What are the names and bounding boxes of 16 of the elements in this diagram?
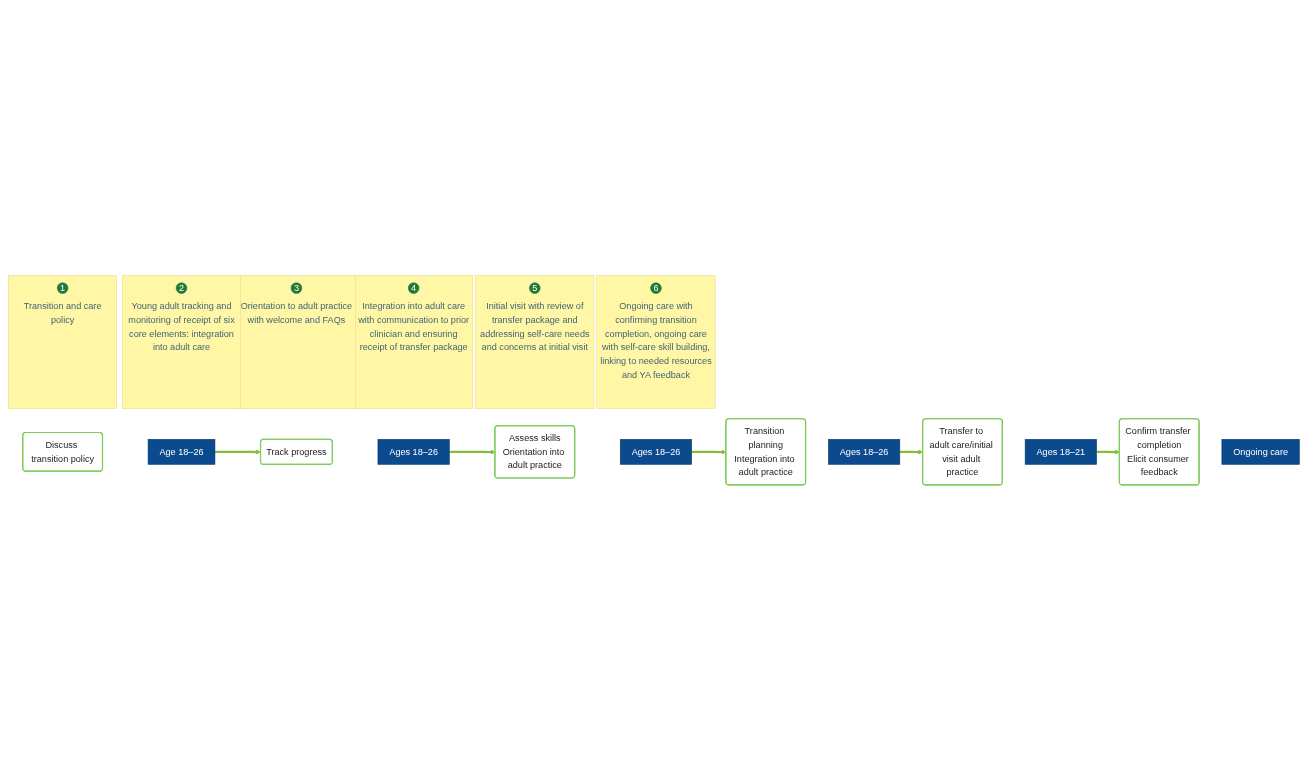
node-circle: 2 (175, 282, 187, 294)
node-box: Age 18–26 (147, 438, 215, 465)
arrow (448, 449, 495, 455)
arrow (691, 449, 726, 455)
node-box: Ongoing care (1221, 438, 1300, 465)
node-box: Ages 18–21 (1024, 438, 1097, 465)
arrow (899, 449, 923, 455)
node-circle: 5 (528, 282, 540, 294)
node-circle: 6 (649, 282, 662, 294)
arrow (214, 449, 261, 455)
node-circle: 1 (56, 282, 68, 294)
node-box: Ages 18–26 (619, 438, 692, 465)
node-box: Ages 18–26 (377, 438, 450, 465)
node-box: Ages 18–26 (827, 438, 900, 465)
node-circle: 4 (407, 282, 419, 294)
node-circle: 3 (290, 282, 302, 294)
